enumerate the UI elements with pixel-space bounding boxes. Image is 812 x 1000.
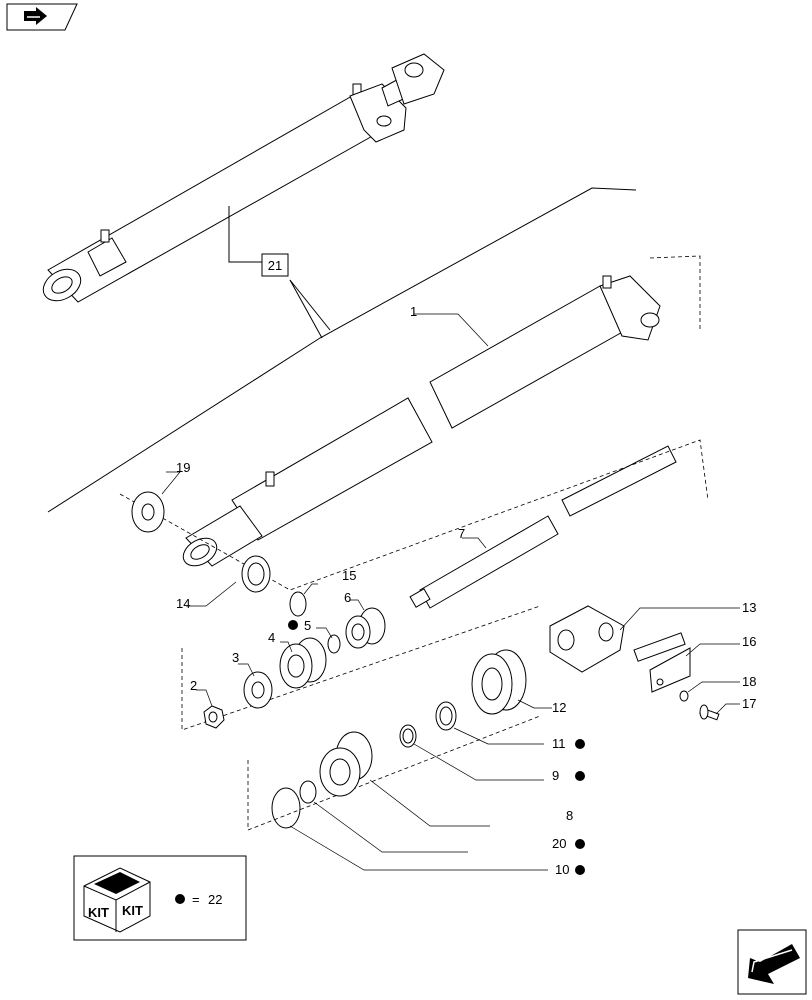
kit-legend-marker [175, 894, 185, 904]
kit-legend-equals: = [192, 892, 200, 907]
callout-numbers: 1 2 3 4 5 6 7 8 9 10 11 12 13 14 15 16 1… [176, 304, 756, 877]
next-page-arrow-icon [748, 944, 800, 984]
nut-part-2 [203, 705, 225, 729]
bushing-part-14 [241, 555, 271, 593]
callout-10: 10 [555, 862, 569, 877]
separator-line [47, 187, 637, 513]
pin-part-16 [633, 632, 691, 693]
svg-text:KIT: KIT [88, 905, 109, 920]
callout-9: 9 [552, 768, 559, 783]
washer-part-19 [131, 491, 165, 533]
callout-4: 4 [268, 630, 275, 645]
next-page-button[interactable] [737, 929, 807, 995]
kit-marker-11 [575, 739, 585, 749]
callout-3: 3 [232, 650, 239, 665]
callout-13: 13 [742, 600, 756, 615]
callout-12: 12 [552, 700, 566, 715]
callout-2: 2 [190, 678, 197, 693]
dashed-group-1 [119, 439, 709, 591]
svg-text:KIT: KIT [122, 903, 143, 918]
callout-11: 11 [552, 736, 566, 751]
nav-back-button[interactable] [6, 3, 78, 31]
washer-part-18 [679, 690, 689, 702]
callout-8: 8 [566, 808, 573, 823]
callout-19: 19 [176, 460, 190, 475]
svg-text:21: 21 [268, 258, 282, 273]
callout-17: 17 [742, 696, 756, 711]
kit-markers [288, 620, 585, 875]
callout-14: 14 [176, 596, 190, 611]
piston-part-4 [279, 637, 327, 689]
callout-7: 7 [458, 526, 465, 541]
callout-5: 5 [304, 618, 311, 633]
oring-part-20 [299, 780, 317, 804]
kit-marker-5 [288, 620, 298, 630]
seal-part-11 [435, 701, 457, 731]
dashed-group-3 [247, 715, 541, 831]
snap-ring-part-15 [289, 591, 307, 617]
barrel-part-1 [182, 275, 661, 567]
kit-legend: KIT KIT = 22 [73, 855, 247, 941]
seal-part-6 [345, 607, 386, 649]
ring-part-10 [271, 787, 301, 829]
callout-18: 18 [742, 674, 756, 689]
clevis-part-13 [549, 605, 625, 673]
gland-part-12 [471, 649, 527, 715]
ring-part-9 [399, 724, 417, 748]
leader-lines [161, 313, 740, 871]
rod-part-7 [409, 445, 677, 609]
oring-part-5 [327, 634, 341, 654]
kit-box-icon: KIT KIT [83, 867, 151, 933]
callout-1: 1 [410, 304, 417, 319]
bolt-part-17 [699, 704, 720, 721]
callout-6: 6 [344, 590, 351, 605]
kit-marker-9 [575, 771, 585, 781]
kit-marker-10 [575, 865, 585, 875]
dashed-group-4 [649, 255, 701, 330]
head-part-8 [319, 731, 373, 797]
callout-20: 20 [552, 836, 566, 851]
assembly-callout-21: 21 [228, 206, 331, 339]
ring-part-3 [243, 671, 273, 709]
kit-marker-20 [575, 839, 585, 849]
callout-15: 15 [342, 568, 356, 583]
cylinder-assembly-view [42, 53, 445, 303]
callout-16: 16 [742, 634, 756, 649]
forward-arrow-icon [24, 7, 47, 25]
kit-legend-number: 22 [208, 892, 222, 907]
